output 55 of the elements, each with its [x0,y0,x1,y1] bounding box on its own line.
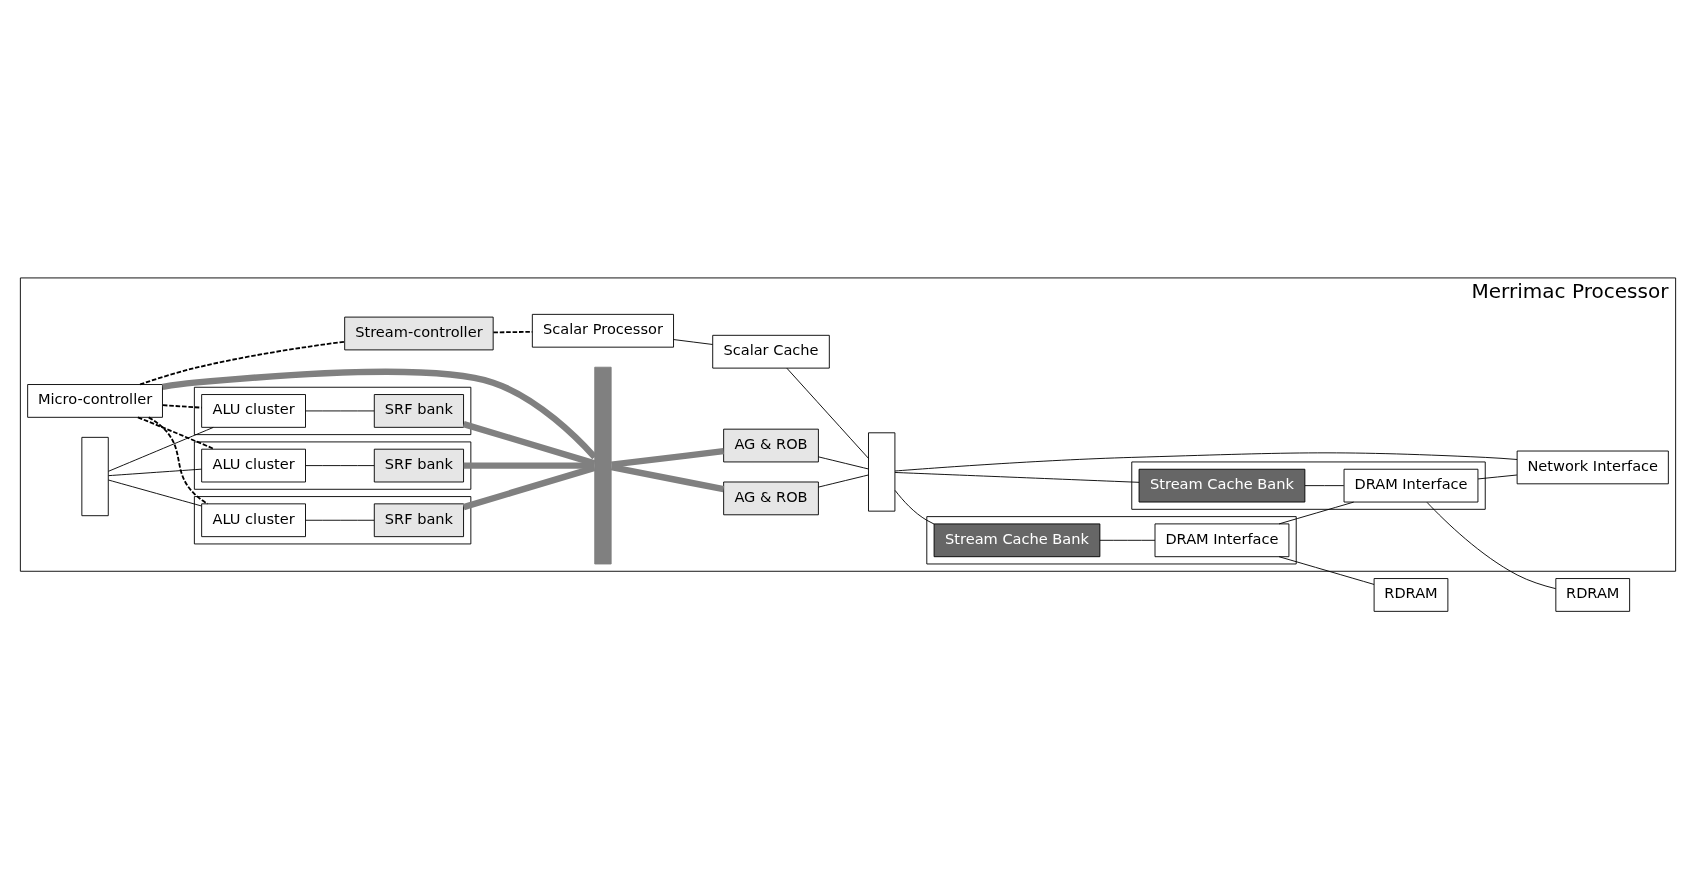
cluster [193,440,472,490]
cluster [193,386,472,435]
connector [162,368,597,459]
connector [1426,501,1557,589]
connector [610,463,725,492]
node-box: ALU cluster [201,502,306,537]
node-box: Stream Cache Bank [1138,468,1306,502]
cluster [193,495,472,544]
node-box: ALU cluster [201,448,306,482]
connector [1278,555,1375,585]
connector [108,426,214,472]
node-box [868,431,896,512]
node-box: Stream-controller [344,316,494,350]
connector [137,416,216,450]
connector [1304,484,1345,486]
node-box: Scalar Processor [531,313,674,348]
connector [1477,474,1518,479]
node-box: SRF bank [373,502,464,537]
connector [1278,501,1355,524]
connector [139,340,346,385]
node-box: Stream Cache Bank [933,522,1101,557]
node-box: SRF bank [373,393,464,428]
connector [305,464,375,466]
connector [462,420,596,466]
node-box [81,436,109,516]
node-box: RDRAM [1373,577,1449,612]
connector [147,416,209,505]
node-box: ALU cluster [201,393,306,428]
connector [305,410,375,411]
connector [108,468,202,476]
node-box: DRAM Interface [1343,468,1479,502]
connector [463,461,595,469]
connector [108,479,202,506]
node-box: AG & ROB [723,481,819,515]
node-box: Scalar Cache [712,334,830,369]
connector [894,471,1140,483]
connector [673,338,714,345]
connector [894,451,1518,471]
cluster [1131,461,1486,510]
node-box: DRAM Interface [1154,522,1290,557]
connector [161,403,203,409]
cluster [926,515,1297,564]
node-box: RDRAM [1555,577,1631,612]
connector [817,455,869,469]
connector [1099,539,1156,541]
node-box: SRF bank [373,448,464,482]
node-box: Micro-controller [27,383,163,418]
node-bar [594,366,612,564]
connector [817,474,869,488]
connector [611,447,724,468]
node-box: AG & ROB [723,428,819,462]
node-box: Network Interface [1516,450,1669,484]
connector [786,367,869,459]
connector [894,489,935,524]
connector [305,519,375,521]
